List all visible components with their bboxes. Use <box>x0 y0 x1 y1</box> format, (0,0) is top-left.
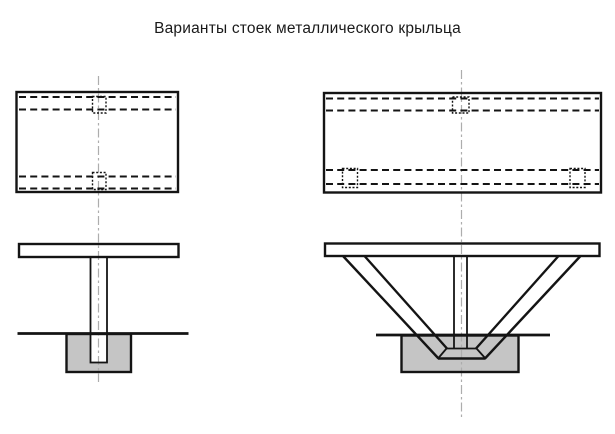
plan-view-outline <box>322 91 603 194</box>
top-plate <box>323 242 601 258</box>
variant-single-post <box>15 76 189 382</box>
post-outline <box>89 256 108 364</box>
post-position-square <box>451 96 470 114</box>
strut-left-inner <box>363 255 448 350</box>
strut-right-inner <box>475 255 560 350</box>
post-position-square <box>341 167 359 189</box>
post-position-square <box>91 171 107 191</box>
base-seat-side-left <box>437 347 448 360</box>
plan-view-outline <box>15 90 180 194</box>
variant-braced-post <box>322 70 603 420</box>
strut-right-outer <box>484 255 582 360</box>
post-position-square <box>569 167 586 189</box>
strut-left-outer <box>342 255 440 360</box>
page-title: Варианты стоек металлического крыльца <box>154 20 461 37</box>
foundation-block-fill <box>401 335 519 372</box>
base-seat-side-right <box>475 347 487 360</box>
